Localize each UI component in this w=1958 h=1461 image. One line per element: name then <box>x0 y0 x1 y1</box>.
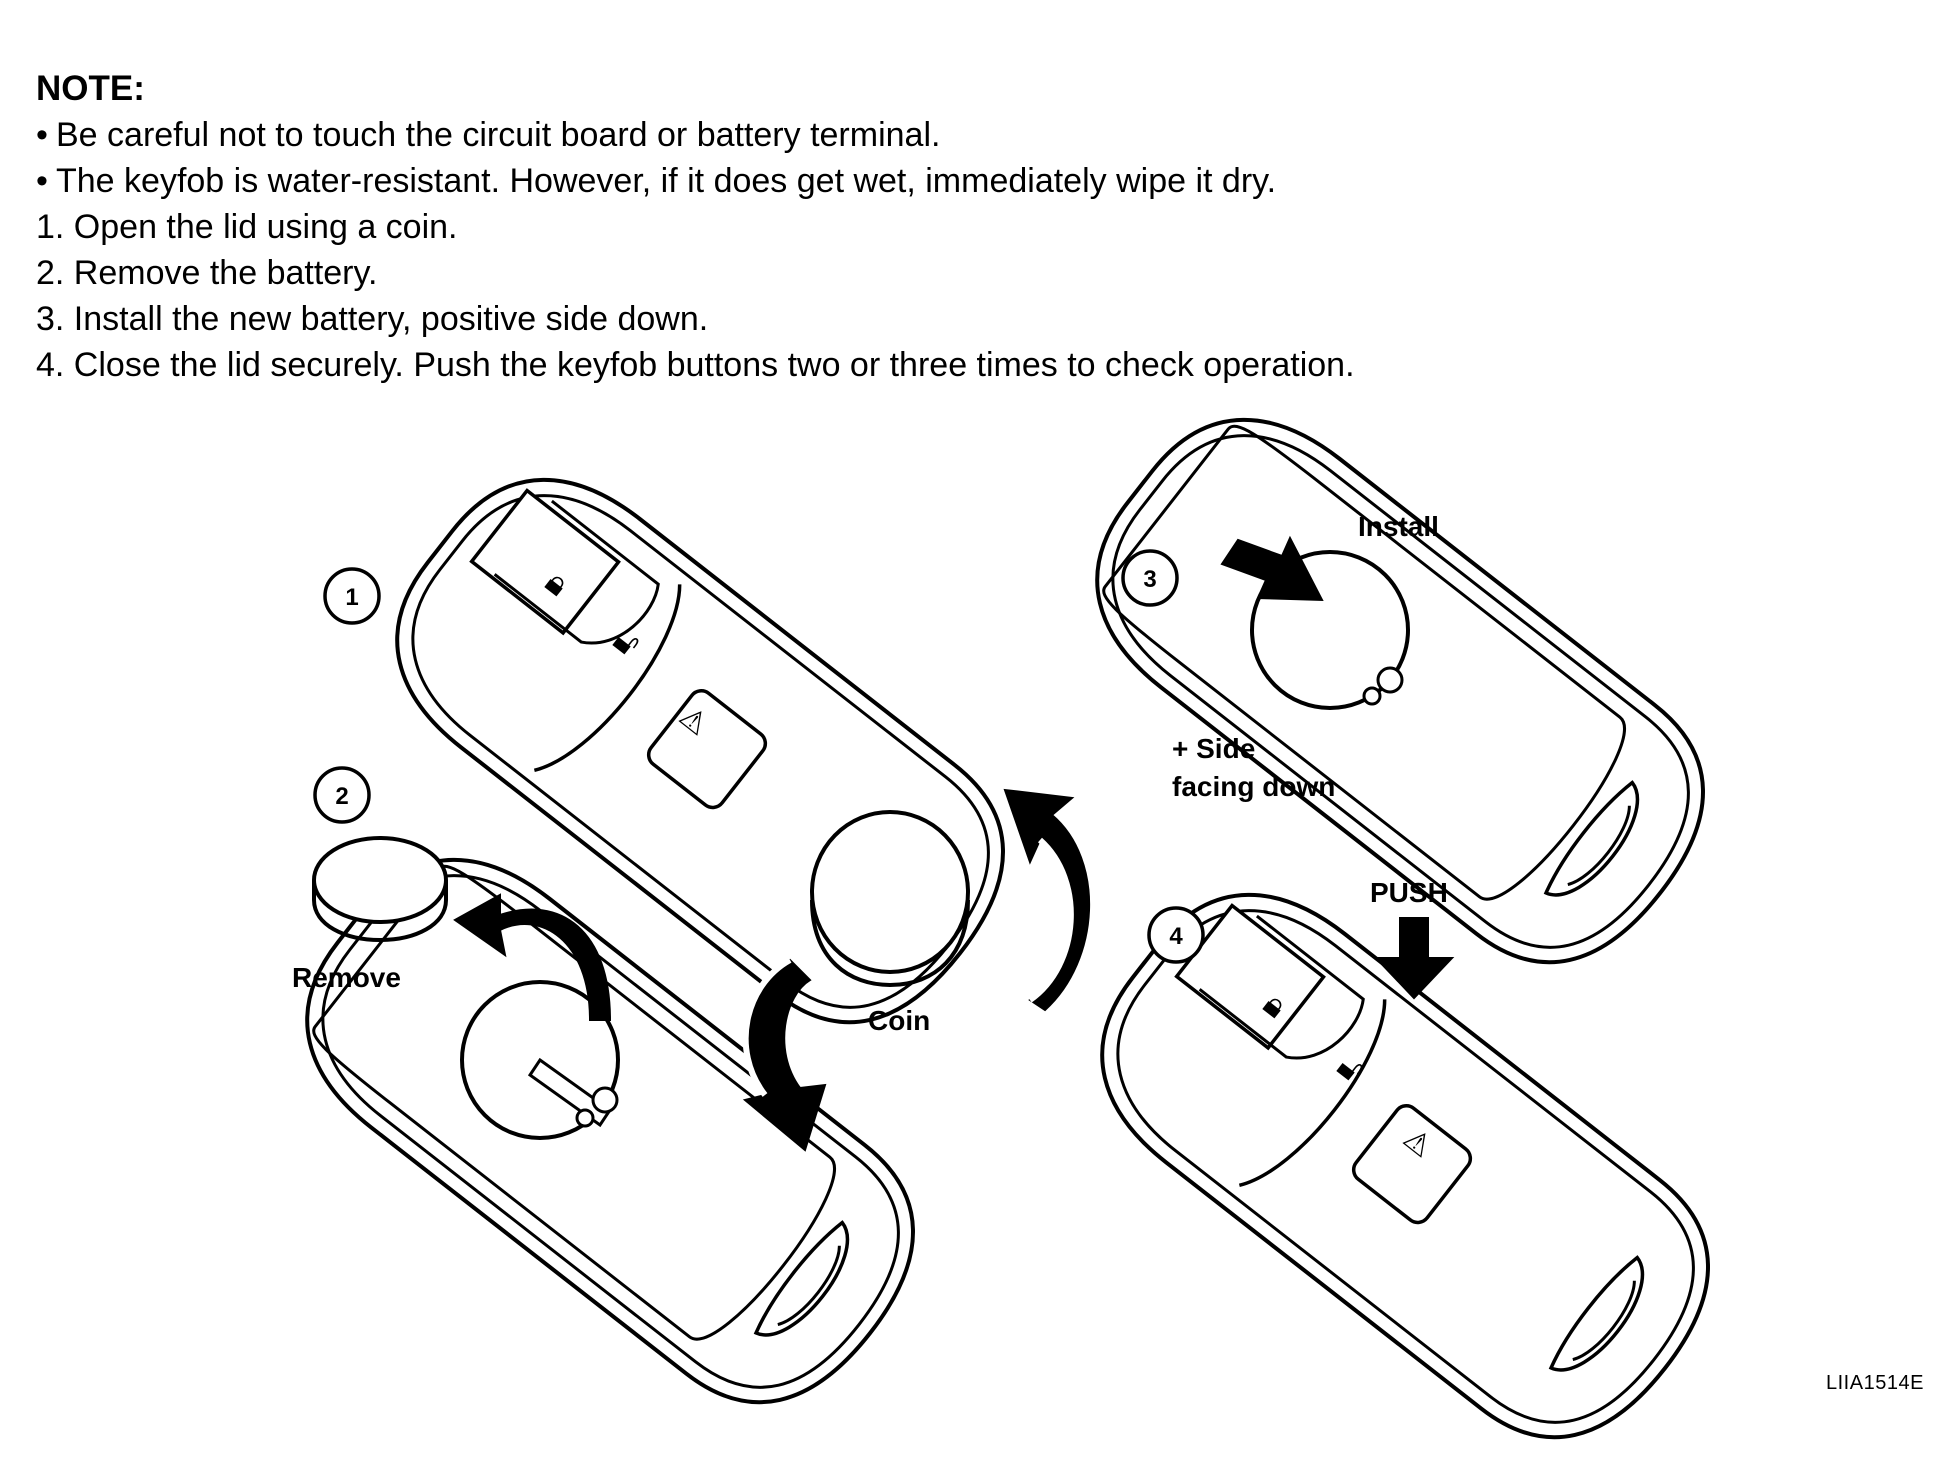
remove-arrow <box>453 893 612 1021</box>
note-bullet: •Be careful not to touch the circuit boa… <box>36 116 941 154</box>
removed-battery <box>312 836 448 943</box>
note-step: 1. Open the lid using a coin. <box>36 208 458 246</box>
battery-in-fob-step2 <box>460 980 620 1140</box>
label-side-line2: facing down <box>1172 771 1335 802</box>
note-bullet: •The keyfob is water-resistant. However,… <box>36 162 1277 200</box>
svg-text:3: 3 <box>1143 566 1156 593</box>
push-arrow <box>1373 917 1455 1000</box>
step-number-1: 1 <box>323 567 381 625</box>
note-heading: NOTE: <box>36 69 145 108</box>
label-coin: Coin <box>868 1005 930 1036</box>
label-side-line1: + Side <box>1172 733 1255 764</box>
rotate-arrow-top <box>1003 788 1090 1012</box>
svg-text:4: 4 <box>1169 923 1183 950</box>
step-number-4: 4 <box>1147 906 1205 964</box>
figure-code: LIIA1514E <box>1826 1372 1924 1394</box>
rotate-arrow-bottom <box>742 957 827 1152</box>
svg-text:1: 1 <box>345 584 358 611</box>
svg-text:2: 2 <box>335 783 348 810</box>
keyfob-back-step3 <box>1048 370 1752 1010</box>
install-arrow <box>1220 535 1324 602</box>
step-number-3: 3 <box>1121 549 1179 607</box>
label-install: Install <box>1358 511 1439 542</box>
note-step: 3. Install the new battery, positive sid… <box>36 300 709 338</box>
label-remove: Remove <box>292 962 401 993</box>
note-block: NOTE: •Be careful not to touch the circu… <box>36 66 1636 388</box>
note-step: 2. Remove the battery. <box>36 254 378 292</box>
coin <box>810 810 970 988</box>
step-number-2: 2 <box>313 766 371 824</box>
label-push: PUSH <box>1370 877 1448 908</box>
note-step: 4. Close the lid securely. Push the keyf… <box>36 346 1355 384</box>
